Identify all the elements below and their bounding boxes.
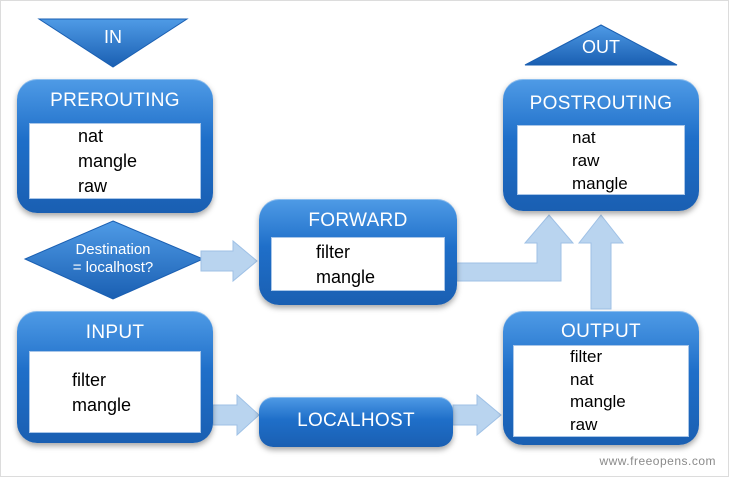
- table-item: mangle: [316, 267, 376, 287]
- chain-prerouting: PREROUTING nat mangle raw: [17, 79, 213, 213]
- chain-forward-tables: filter mangle: [271, 237, 445, 291]
- arrow-decision-to-forward: [200, 239, 258, 283]
- out-label: OUT: [582, 37, 620, 57]
- chain-postrouting: POSTROUTING nat raw mangle: [503, 79, 699, 211]
- arrow-output-to-postrouting: [577, 214, 625, 310]
- out-triangle: [524, 24, 678, 66]
- in-triangle: [37, 18, 189, 68]
- table-item: mangle: [572, 174, 628, 193]
- table-item: mangle: [78, 151, 138, 171]
- table-item: raw: [572, 151, 600, 170]
- chain-postrouting-tables: nat raw mangle: [517, 125, 685, 195]
- table-item: filter: [72, 370, 107, 390]
- table-item: mangle: [72, 395, 132, 415]
- table-item: raw: [570, 414, 598, 434]
- chain-input-tables: filter mangle: [29, 351, 201, 433]
- chain-postrouting-title: POSTROUTING: [529, 93, 673, 114]
- table-item: filter: [316, 242, 351, 262]
- chain-output-tables: filter nat mangle raw: [513, 345, 689, 437]
- table-item: nat: [572, 128, 596, 147]
- table-item: raw: [78, 176, 108, 196]
- chain-output-title: OUTPUT: [561, 321, 641, 342]
- chain-forward: FORWARD filter mangle: [259, 199, 457, 305]
- decision-line-2: = localhost?: [72, 259, 154, 276]
- table-item: nat: [78, 126, 104, 146]
- table-item: filter: [570, 347, 603, 366]
- chain-forward-title: FORWARD: [308, 210, 408, 231]
- arrow-forward-to-postrouting: [456, 214, 575, 282]
- decision-line-1: Destination: [75, 241, 151, 258]
- decision-diamond: [23, 220, 205, 300]
- chain-localhost: LOCALHOST: [259, 397, 453, 447]
- in-label: IN: [104, 27, 122, 47]
- arrow-localhost-to-output: [452, 393, 502, 437]
- arrow-input-to-localhost: [212, 393, 260, 437]
- chain-prerouting-tables: nat mangle raw: [29, 123, 201, 199]
- chain-prerouting-title: PREROUTING: [50, 90, 180, 111]
- table-item: nat: [570, 369, 594, 389]
- watermark: www.freeopens.com: [599, 454, 716, 468]
- chain-input: INPUT filter mangle: [17, 311, 213, 443]
- chain-output: OUTPUT filter nat mangle raw: [503, 311, 699, 445]
- chain-input-title: INPUT: [85, 322, 145, 343]
- chain-localhost-title: LOCALHOST: [297, 410, 415, 431]
- table-item: mangle: [570, 392, 626, 411]
- decision-label: Destination = localhost?: [51, 241, 175, 277]
